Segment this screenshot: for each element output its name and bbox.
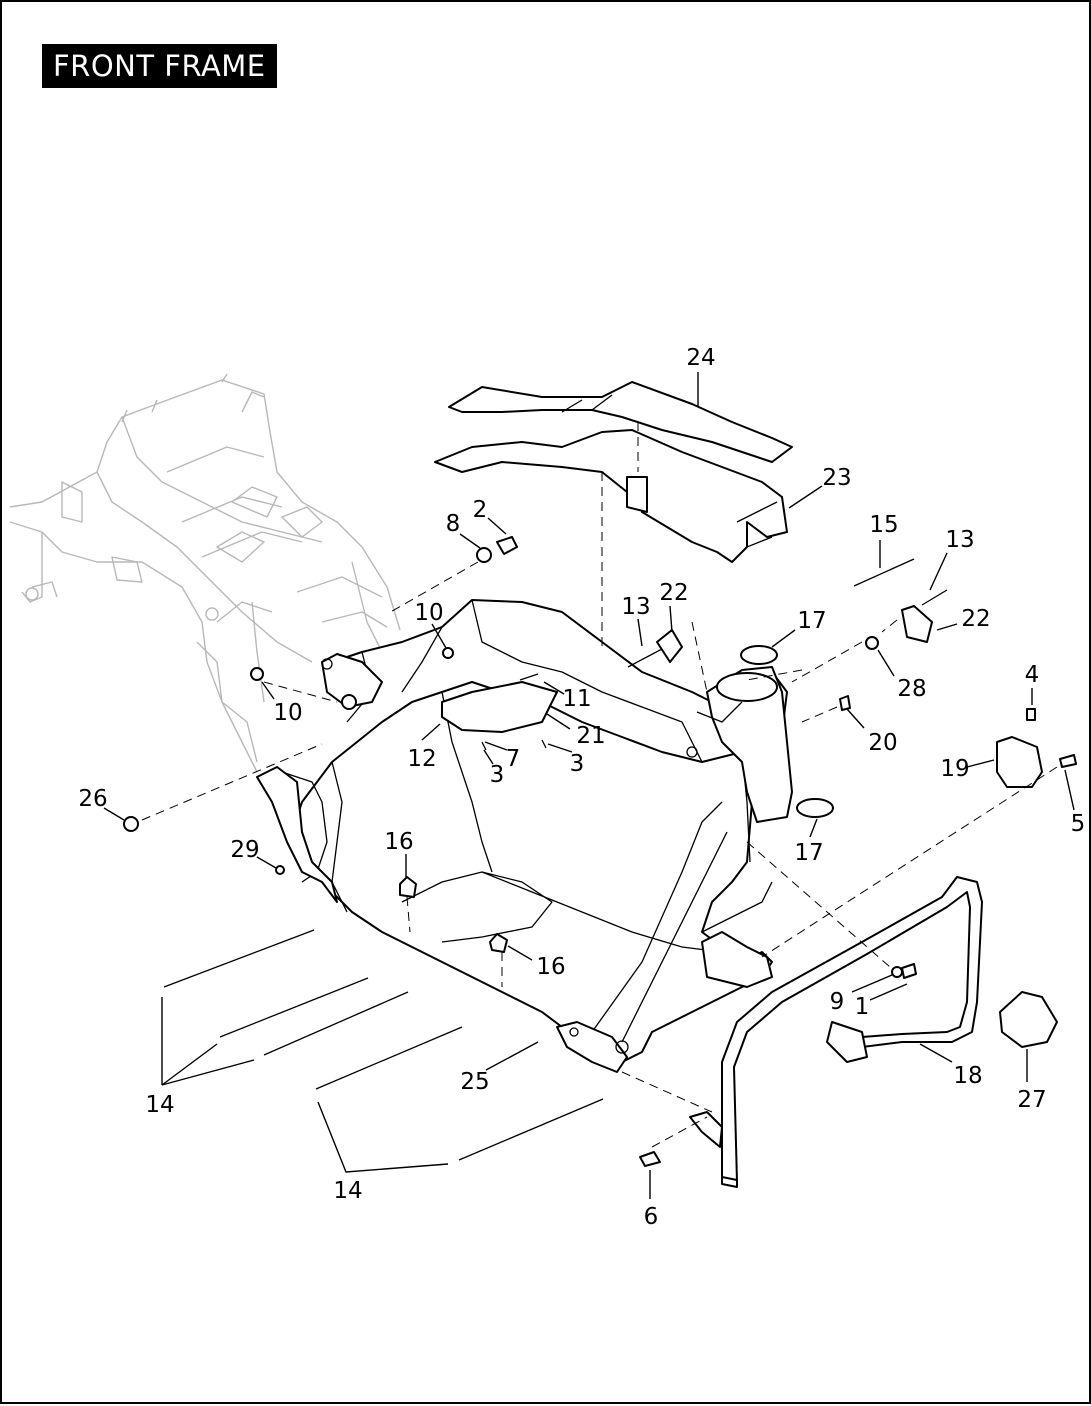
tie-14e <box>458 1098 604 1161</box>
screw-1 <box>901 963 917 979</box>
callout-7: 7 <box>506 746 521 772</box>
bolt-6 <box>639 1151 661 1167</box>
nut-10b <box>250 667 264 681</box>
callout-19: 19 <box>940 756 969 782</box>
callout-16a: 16 <box>384 829 413 855</box>
bracket-19 <box>996 736 1043 788</box>
callout-13a: 13 <box>621 594 650 620</box>
bolt-2 <box>496 536 518 555</box>
tie-14b <box>219 977 369 1038</box>
callout-25: 25 <box>460 1069 489 1095</box>
callout-18: 18 <box>953 1063 982 1089</box>
callout-10a: 10 <box>414 600 443 626</box>
grommet-17b <box>796 798 834 818</box>
callout-26: 26 <box>78 786 107 812</box>
callout-6: 6 <box>644 1204 659 1230</box>
bracket-27 <box>999 991 1058 1048</box>
washer-9 <box>891 966 903 978</box>
callout-20: 20 <box>868 730 897 756</box>
callout-22b: 22 <box>961 606 990 632</box>
callout-4: 4 <box>1025 662 1040 688</box>
callout-17b: 17 <box>794 840 823 866</box>
callout-5: 5 <box>1071 811 1086 837</box>
cable-strap-15 <box>853 558 915 587</box>
tie-14c <box>263 991 409 1056</box>
callout-labels: 24 23 2 8 15 13 22 13 10 17 22 4 28 11 1… <box>78 345 1085 1230</box>
callout-15: 15 <box>869 512 898 538</box>
callout-21: 21 <box>576 723 605 749</box>
fitting-20 <box>839 695 851 711</box>
rear-frame-ghost <box>9 373 401 773</box>
washer-8 <box>476 547 492 563</box>
tie-14a <box>163 929 315 988</box>
strap-13a <box>627 648 663 668</box>
callout-13b: 13 <box>945 527 974 553</box>
frame-covers <box>434 381 793 563</box>
callout-8: 8 <box>446 511 461 537</box>
callout-16b: 16 <box>536 954 565 980</box>
clip-22b <box>901 605 933 643</box>
nut-10a <box>442 647 454 659</box>
front-frame-main <box>256 599 793 1073</box>
strap-13b <box>921 589 948 606</box>
screw-4 <box>1026 708 1036 721</box>
callout-12: 12 <box>407 746 436 772</box>
hardware <box>123 536 1077 1167</box>
clip-22a <box>656 629 683 663</box>
fitting-26 <box>123 816 139 832</box>
callout-3b: 3 <box>570 751 585 777</box>
callout-22a: 22 <box>659 580 688 606</box>
leader-lines <box>103 372 1075 1199</box>
clamp-16b <box>489 933 508 953</box>
callout-28: 28 <box>897 676 926 702</box>
callout-9: 9 <box>830 989 845 1015</box>
assembly-lines <box>141 422 1058 1148</box>
engine-guard <box>689 876 983 1188</box>
callout-11: 11 <box>562 686 591 712</box>
clamp-16a <box>399 876 417 898</box>
screws-3-7-11 <box>481 673 547 751</box>
washer-28 <box>865 636 879 650</box>
callout-29: 29 <box>230 837 259 863</box>
grommet-17a <box>740 645 778 665</box>
page-title: FRONT FRAME <box>42 44 277 88</box>
tie-14d <box>315 1026 463 1090</box>
callout-1: 1 <box>855 994 870 1020</box>
bolt-5 <box>1059 754 1077 768</box>
callout-17a: 17 <box>797 608 826 634</box>
callout-2: 2 <box>473 497 488 523</box>
callout-14b: 14 <box>333 1178 362 1204</box>
callout-3a: 3 <box>490 762 505 788</box>
callout-27: 27 <box>1017 1087 1046 1113</box>
callout-10b: 10 <box>273 700 302 726</box>
plug-29 <box>275 865 285 875</box>
callout-24: 24 <box>686 345 715 371</box>
callout-23: 23 <box>822 465 851 491</box>
callout-14a: 14 <box>145 1092 174 1118</box>
